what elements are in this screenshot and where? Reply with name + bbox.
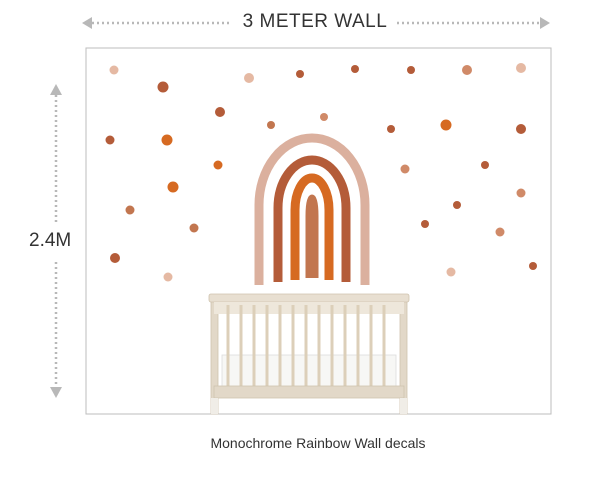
dot-decals-icon (105, 63, 537, 282)
crib-icon (208, 293, 410, 415)
rainbow-decal-icon (254, 133, 370, 285)
product-caption: Monochrome Rainbow Wall decals (210, 435, 426, 451)
wall-width-label: 3 METER WALL (242, 11, 388, 32)
wall-height-label: 2.4M (29, 230, 72, 251)
width-double-arrow-icon (82, 17, 550, 29)
height-double-arrow-icon (50, 84, 62, 398)
